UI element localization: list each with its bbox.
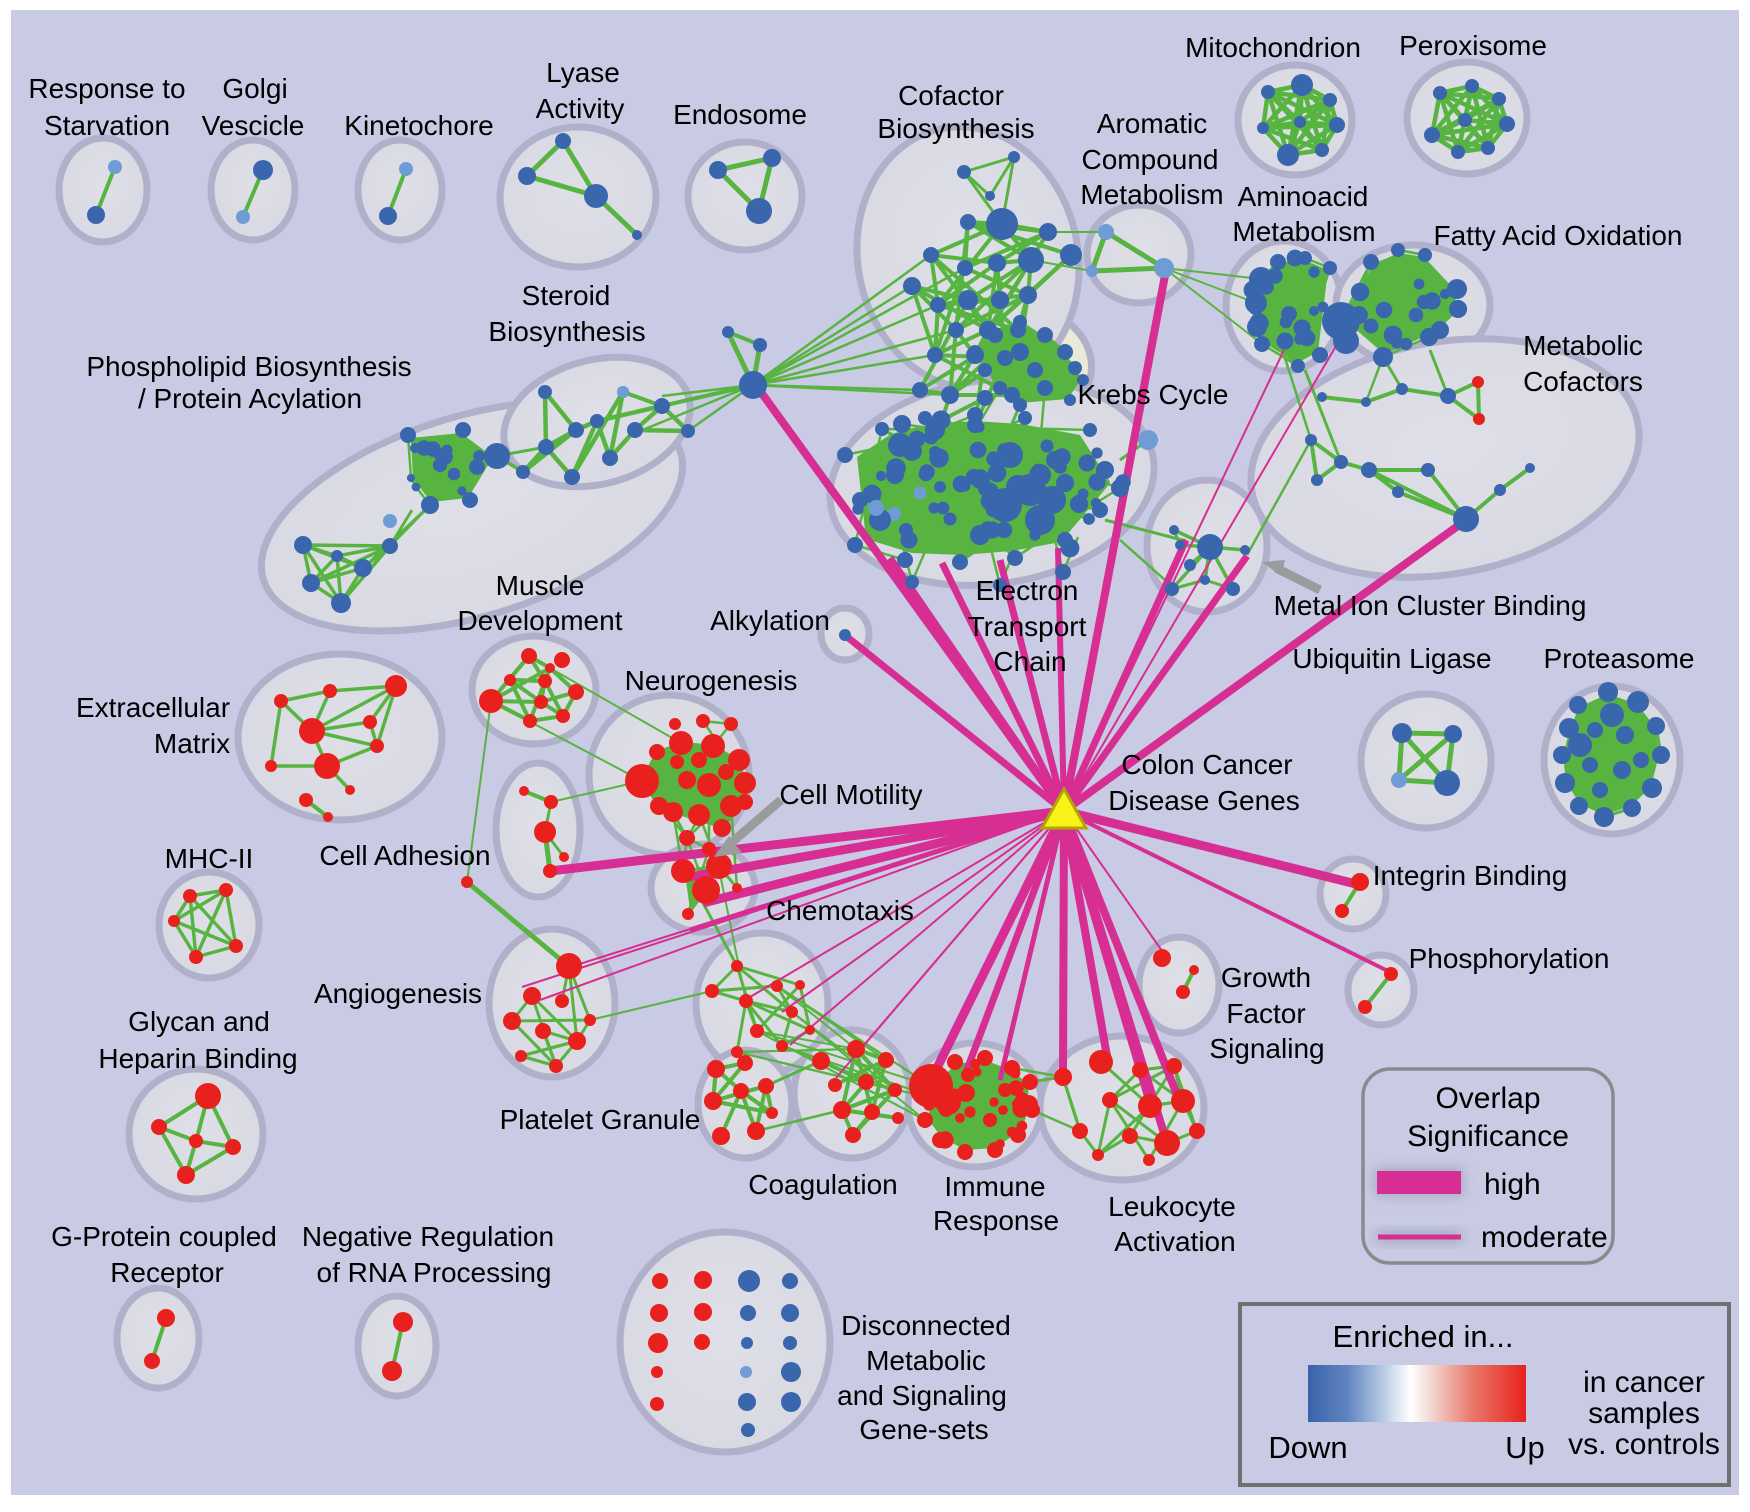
svg-text:Aminoacid: Aminoacid [1238,181,1369,212]
svg-text:Transport: Transport [968,611,1087,642]
svg-text:in cancer: in cancer [1583,1366,1705,1399]
svg-text:Activity: Activity [536,93,625,124]
svg-text:Vescicle: Vescicle [202,110,305,141]
svg-text:of RNA Processing: of RNA Processing [317,1257,552,1288]
svg-text:Fatty Acid Oxidation: Fatty Acid Oxidation [1433,220,1682,251]
svg-text:Alkylation: Alkylation [710,605,830,636]
svg-text:Down: Down [1268,1430,1347,1465]
svg-text:Immune: Immune [944,1171,1045,1202]
svg-text:Lyase: Lyase [546,57,620,88]
svg-text:Chain: Chain [993,646,1066,677]
svg-text:Angiogenesis: Angiogenesis [314,978,482,1009]
svg-text:Steroid: Steroid [522,280,611,311]
svg-text:Cell Motility: Cell Motility [779,779,922,810]
svg-text:Response: Response [933,1205,1059,1236]
svg-text:Electron: Electron [976,575,1079,606]
svg-text:Cofactors: Cofactors [1523,366,1643,397]
svg-text:Metabolic: Metabolic [1523,330,1643,361]
svg-text:high: high [1484,1168,1541,1201]
svg-text:Phospholipid Biosynthesis: Phospholipid Biosynthesis [86,351,411,382]
svg-text:MHC-II: MHC-II [165,843,254,874]
svg-text:Significance: Significance [1407,1120,1569,1153]
svg-text:Growth: Growth [1221,962,1311,993]
svg-text:Negative Regulation: Negative Regulation [302,1221,554,1252]
svg-text:Platelet Granule: Platelet Granule [500,1104,701,1135]
svg-text:Disconnected: Disconnected [841,1310,1011,1341]
svg-text:Factor: Factor [1226,998,1305,1029]
svg-text:Enriched in...: Enriched in... [1333,1319,1514,1354]
svg-text:Receptor: Receptor [110,1257,224,1288]
svg-text:Endosome: Endosome [673,99,807,130]
svg-text:Mitochondrion: Mitochondrion [1185,32,1361,63]
svg-text:Matrix: Matrix [154,728,230,759]
svg-text:samples: samples [1588,1397,1700,1430]
svg-text:Integrin Binding: Integrin Binding [1373,860,1568,891]
svg-text:Overlap: Overlap [1435,1082,1540,1115]
svg-text:Extracellular: Extracellular [76,692,230,723]
svg-text:Colon Cancer: Colon Cancer [1121,749,1292,780]
svg-text:moderate: moderate [1481,1221,1608,1254]
svg-text:Coagulation: Coagulation [748,1169,897,1200]
svg-text:vs. controls: vs. controls [1568,1428,1720,1461]
svg-text:/ Protein Acylation: / Protein Acylation [138,383,362,414]
svg-text:Krebs Cycle: Krebs Cycle [1078,379,1229,410]
svg-text:and Signaling: and Signaling [837,1380,1007,1411]
svg-text:Glycan and: Glycan and [128,1006,270,1037]
svg-text:Activation: Activation [1114,1226,1235,1257]
svg-text:Cell Adhesion: Cell Adhesion [319,840,490,871]
svg-text:Up: Up [1505,1430,1545,1465]
svg-text:Peroxisome: Peroxisome [1399,30,1547,61]
svg-text:Metabolic: Metabolic [866,1345,986,1376]
svg-text:Kinetochore: Kinetochore [344,110,493,141]
svg-text:Development: Development [458,605,623,636]
svg-text:Biosynthesis: Biosynthesis [877,113,1034,144]
svg-text:Phosphorylation: Phosphorylation [1409,943,1610,974]
svg-text:G-Protein coupled: G-Protein coupled [51,1221,277,1252]
svg-text:Response to: Response to [28,73,185,104]
svg-text:Chemotaxis: Chemotaxis [766,895,914,926]
svg-text:Cofactor: Cofactor [898,80,1004,111]
svg-text:Golgi: Golgi [222,73,287,104]
svg-text:Proteasome: Proteasome [1544,643,1695,674]
svg-text:Metal Ion Cluster Binding: Metal Ion Cluster Binding [1274,590,1587,621]
svg-text:Muscle: Muscle [496,570,585,601]
svg-text:Metabolism: Metabolism [1232,216,1375,247]
svg-text:Compound: Compound [1082,144,1219,175]
svg-text:Ubiquitin Ligase: Ubiquitin Ligase [1292,643,1491,674]
svg-text:Disease Genes: Disease Genes [1108,785,1299,816]
svg-text:Starvation: Starvation [44,110,170,141]
svg-text:Neurogenesis: Neurogenesis [625,665,798,696]
svg-text:Aromatic: Aromatic [1097,108,1207,139]
svg-text:Biosynthesis: Biosynthesis [488,316,645,347]
svg-text:Metabolism: Metabolism [1080,179,1223,210]
svg-text:Signaling: Signaling [1209,1033,1324,1064]
svg-text:Gene-sets: Gene-sets [859,1414,988,1445]
svg-text:Leukocyte: Leukocyte [1108,1191,1236,1222]
svg-text:Heparin Binding: Heparin Binding [98,1043,297,1074]
